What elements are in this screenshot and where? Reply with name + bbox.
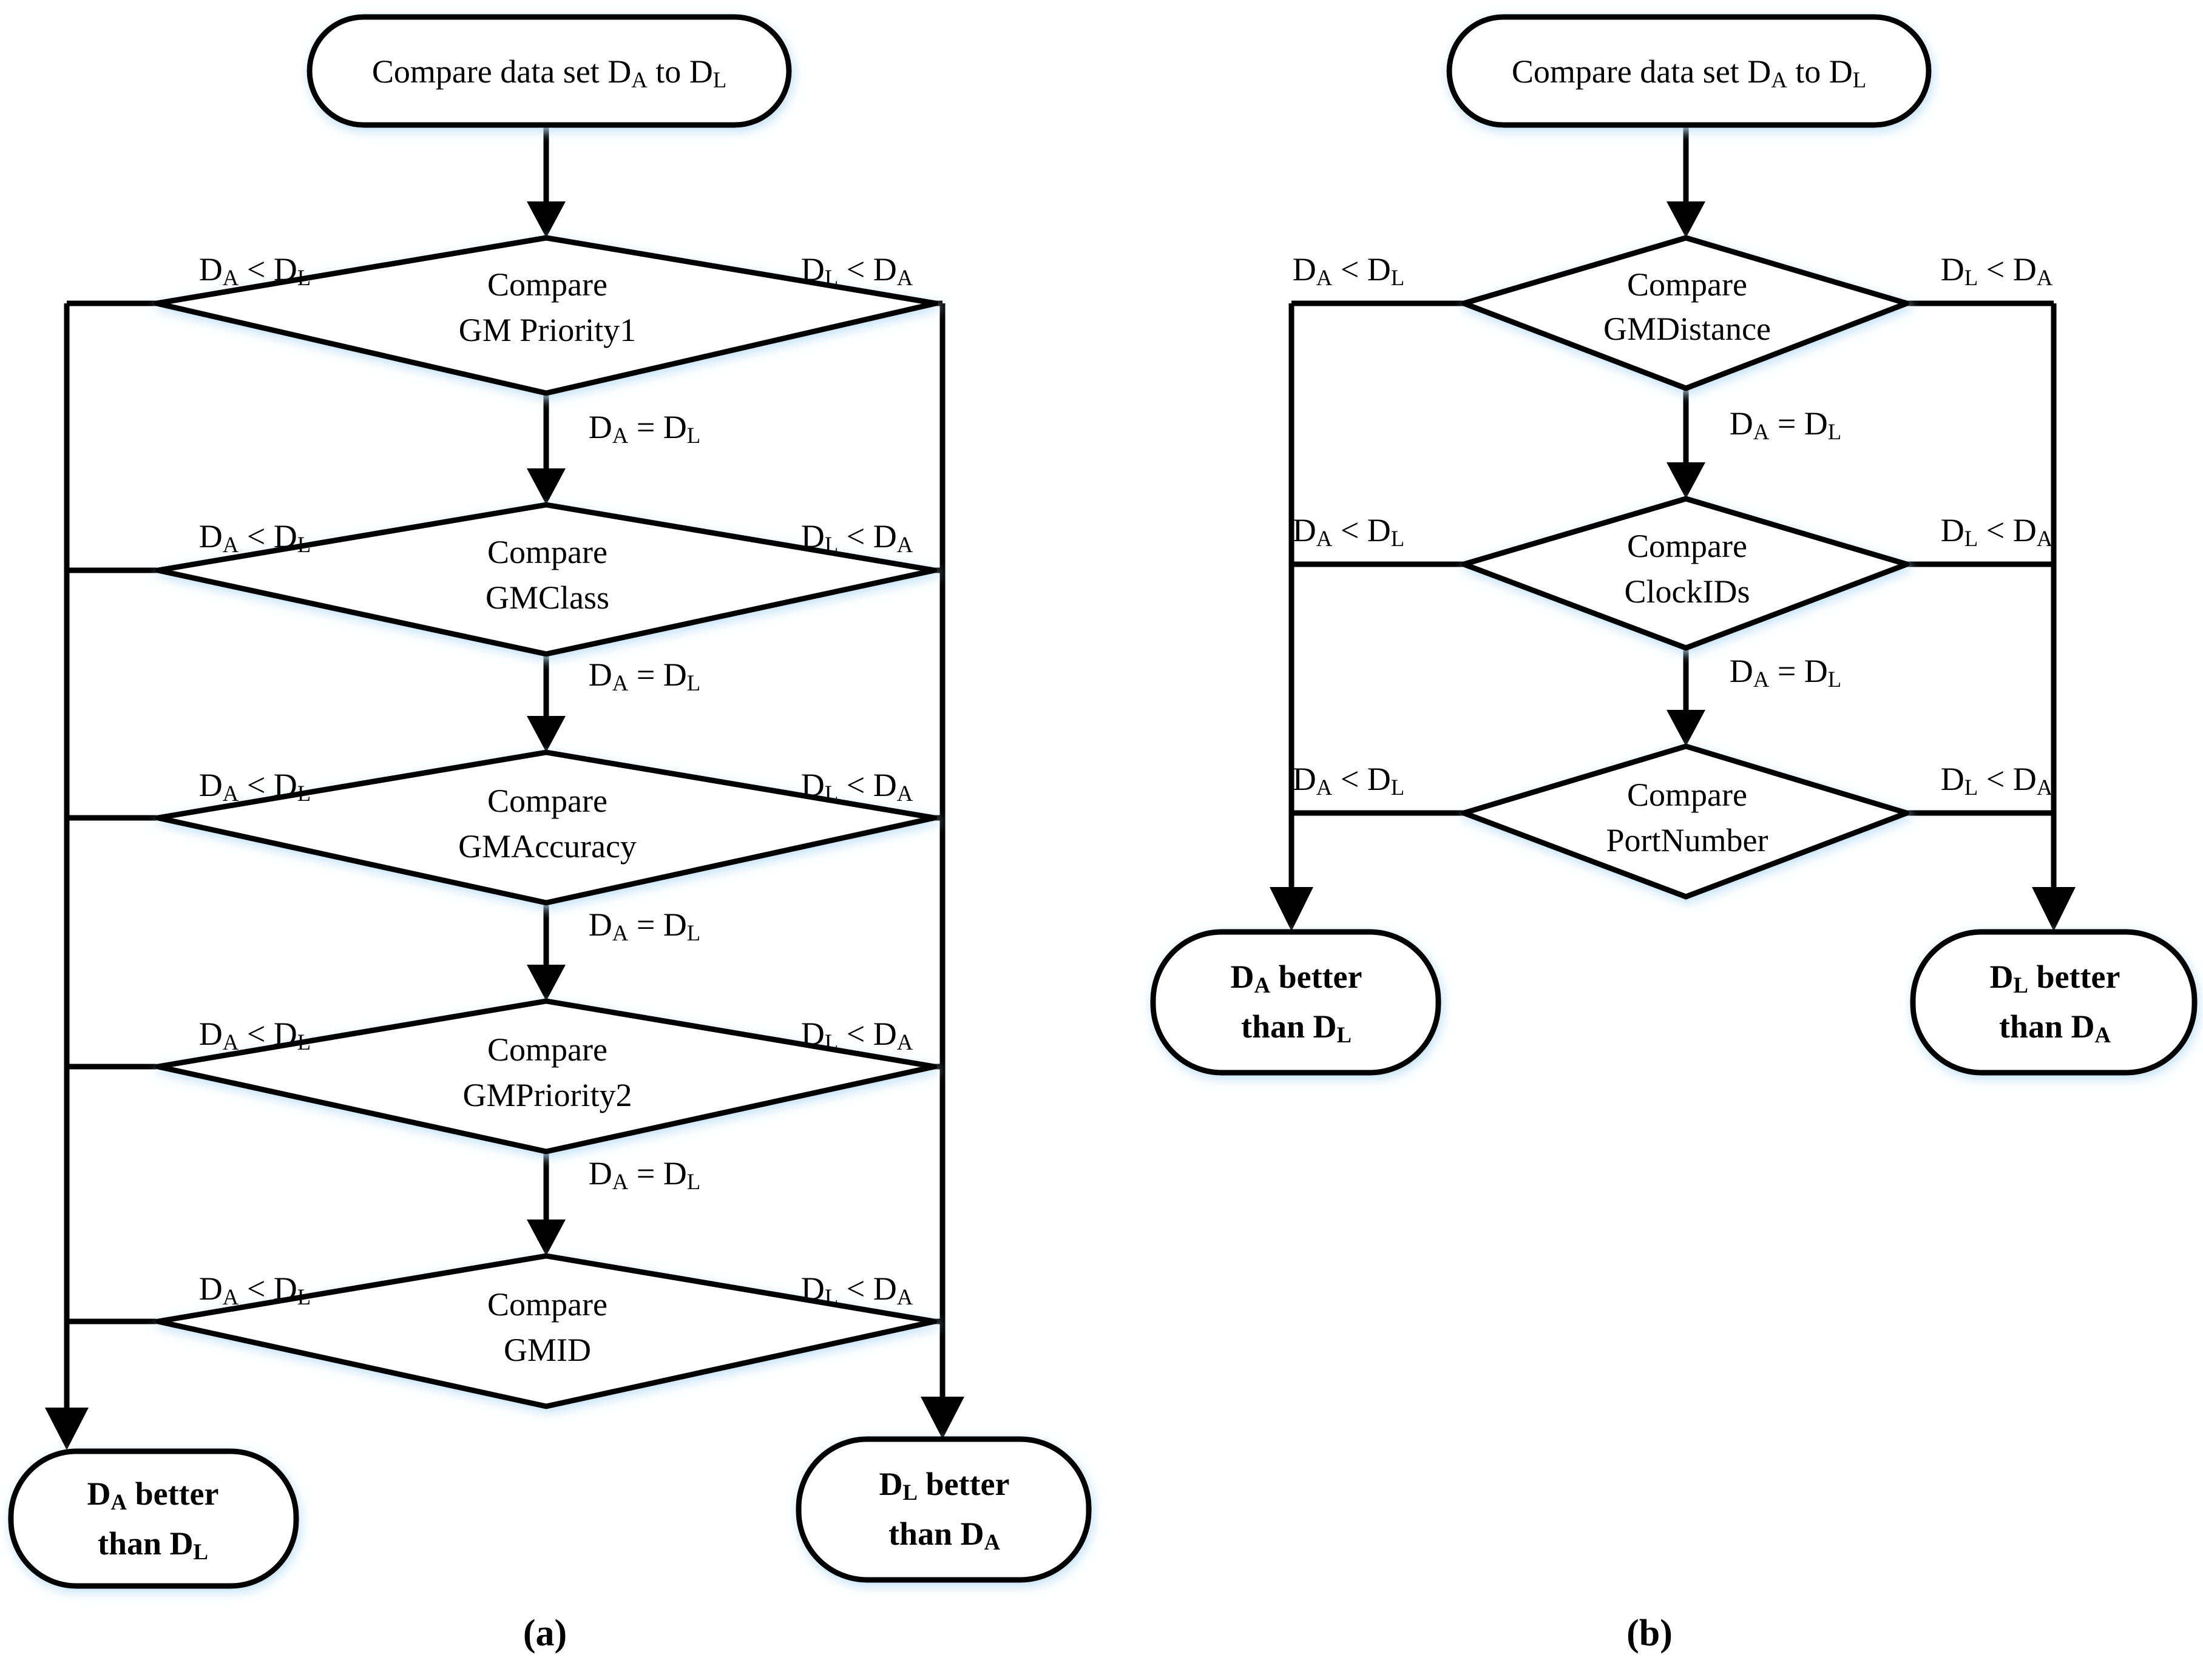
decision-label-b-3-line2: PortNumber [1606, 822, 1768, 859]
decision-shape-b-3 [1461, 743, 1910, 900]
edge-label-a-1-down: DA = DL [589, 409, 700, 448]
arrowhead-start-to-d1 [527, 201, 566, 238]
decision-shape-a-5 [155, 1253, 938, 1409]
decision-node-b-1 [1461, 235, 1910, 391]
arrowhead-d3-down [527, 965, 566, 1001]
decision-node-a-2 [155, 502, 938, 657]
decision-label-a-5-line1: Compare [487, 1286, 607, 1323]
decision-label-b-2-line1: Compare [1627, 528, 1747, 564]
start-shape-b [1446, 14, 1932, 128]
terminal-label-a-right-line2: than DA [888, 1516, 1001, 1554]
arrowhead-d4-down [527, 1220, 566, 1256]
terminal-node-b-right [1910, 929, 2198, 1076]
start-label-b: Compare data set DA to DL [1512, 53, 1866, 92]
terminal-label-a-left-line2: than DL [98, 1525, 208, 1564]
decision-node-a-1 [154, 235, 939, 396]
decision-shape-a-4 [155, 998, 938, 1155]
arrowhead-right-terminal-a [921, 1397, 964, 1439]
decision-label-b-2-line2: ClockIDs [1625, 573, 1750, 610]
edge-label-a-2-left: DA < DL [199, 518, 311, 557]
terminal-shape-a-left [8, 1448, 299, 1589]
terminal-label-b-left-line1: DA better [1231, 959, 1362, 997]
decision-shape-a-2 [155, 502, 938, 657]
decision-label-b-3-line1: Compare [1627, 777, 1747, 813]
edge-label-b-1-right: DL < DA [1941, 251, 2053, 290]
edge-label-a-2-right: DL < DA [801, 518, 913, 557]
arrowhead-start-to-d1-b [1667, 201, 1705, 238]
decision-label-a-4-line2: GMPriority2 [462, 1077, 632, 1113]
edge-label-a-4-down: DA = DL [589, 1155, 700, 1194]
decision-node-b-2 [1461, 496, 1910, 651]
terminal-label-b-right-line2: than DA [1999, 1008, 2111, 1047]
decision-shape-a-1 [154, 235, 939, 396]
arrowhead-right-terminal-b [2032, 887, 2076, 931]
terminal-node-a-left [8, 1448, 299, 1589]
edge-label-a-4-right: DL < DA [801, 1016, 913, 1054]
terminal-label-b-right-line1: DL better [1990, 959, 2120, 997]
start-shape-a [306, 14, 792, 128]
edge-label-a-1-right: DL < DA [801, 251, 913, 290]
terminal-label-b-left-line2: than DL [1241, 1008, 1352, 1047]
panel-label-b: (b) [1626, 1613, 1673, 1654]
terminal-node-a-right [796, 1436, 1092, 1583]
edge-label-a-5-right: DL < DA [801, 1270, 913, 1309]
decision-label-a-3-line1: Compare [487, 783, 607, 819]
terminal-node-b-left [1150, 929, 1441, 1076]
arrowhead-d1-down [527, 468, 566, 505]
edge-label-a-1-left: DA < DL [199, 251, 311, 290]
arrowhead-b2-down [1667, 710, 1705, 746]
edge-label-a-2-down: DA = DL [589, 656, 700, 695]
decision-label-a-3-line2: GMAccuracy [458, 828, 637, 865]
decision-label-a-2-line1: Compare [487, 534, 607, 570]
edge-label-a-3-left: DA < DL [199, 767, 311, 806]
edge-label-b-3-left: DA < DL [1293, 761, 1404, 800]
panel-label-a: (a) [523, 1613, 567, 1654]
edge-label-b-1-left: DA < DL [1293, 251, 1404, 290]
edge-label-b-2-left: DA < DL [1293, 512, 1404, 551]
arrowhead-left-terminal-b [1270, 887, 1313, 931]
edge-label-b-2-right: DL < DA [1941, 512, 2053, 551]
edge-label-a-3-right: DL < DA [801, 767, 913, 806]
edge-label-b-1-down: DA = DL [1730, 405, 1841, 444]
decision-node-a-4 [155, 998, 938, 1155]
panel-a-start-node [306, 14, 792, 128]
decision-label-a-1-line1: Compare [487, 266, 607, 303]
terminal-label-a-right-line1: DL better [879, 1466, 1010, 1505]
decision-label-b-1-line2: GMDistance [1603, 311, 1771, 347]
edge-label-a-4-left: DA < DL [199, 1016, 311, 1054]
panel-a-group: Compare data set DA to DL Compare GM Pri… [8, 14, 1092, 1654]
arrowhead-left-terminal-a [45, 1408, 89, 1450]
decision-shape-b-1 [1461, 235, 1910, 391]
terminal-shape-a-right [796, 1436, 1092, 1583]
edge-label-a-5-left: DA < DL [199, 1270, 311, 1309]
decision-label-a-5-line2: GMID [504, 1332, 591, 1368]
decision-label-a-2-line2: GMClass [486, 579, 609, 616]
edge-label-a-3-down: DA = DL [589, 906, 700, 945]
decision-node-a-5 [155, 1253, 938, 1409]
panel-b-start-node [1446, 14, 1932, 128]
panel-b-connectors [1270, 124, 2076, 931]
edge-label-b-3-right: DL < DA [1941, 761, 2053, 800]
decision-shape-a-3 [155, 749, 938, 906]
decision-shape-b-2 [1461, 496, 1910, 651]
edge-label-b-2-down: DA = DL [1730, 653, 1841, 692]
panel-b-group: Compare data set DA to DL Compare GMDist… [1150, 14, 2198, 1654]
arrowhead-d2-down [527, 716, 566, 752]
decision-label-a-4-line1: Compare [487, 1031, 607, 1068]
arrowhead-b1-down [1667, 462, 1705, 499]
decision-label-b-1-line1: Compare [1627, 266, 1747, 303]
decision-label-a-1-line2: GM Priority1 [459, 312, 637, 348]
panel-a-connectors [45, 124, 964, 1450]
terminal-label-a-left-line1: DA better [87, 1476, 219, 1514]
start-label-a: Compare data set DA to DL [372, 53, 726, 92]
decision-node-b-3 [1461, 743, 1910, 900]
decision-node-a-3 [155, 749, 938, 906]
terminal-shape-b-right [1910, 929, 2198, 1076]
terminal-shape-b-left [1150, 929, 1441, 1076]
